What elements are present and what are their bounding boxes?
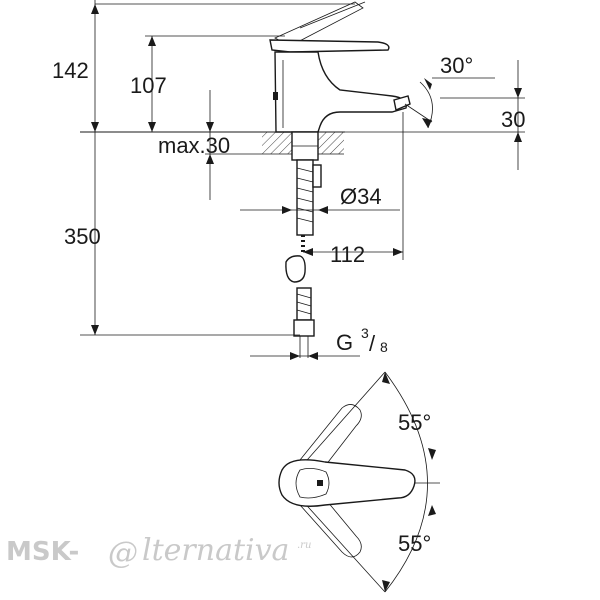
dim-max-thickness: max.30 [158,133,230,158]
indicator-dot [317,480,323,486]
dim-107-arrow-top [148,36,156,46]
countertop-hatch-right [318,132,344,154]
hose-lower-threads [296,293,312,315]
dim-spout-angle: 30° [440,53,473,78]
cartridge-cap [295,468,330,499]
dim-spout-height: 107 [130,73,167,98]
hose-weight [285,255,306,283]
dim-34-arrow-left [282,206,292,214]
dim-lever-angle-bottom: 55° [398,531,431,556]
popup-rod [312,164,322,188]
faucet-top-body [278,459,416,507]
dim-max30-arrow-top [206,122,214,132]
swing-arrow-bottom [382,580,390,592]
dim-142-arrow-bottom [91,122,99,132]
dim-spout-drop: 30 [501,107,525,132]
dim-hose-length: 350 [64,224,101,249]
dim-thread-num: 3 [361,325,369,341]
dim-112-arrow-right [393,248,403,256]
lever-raised-outline [274,1,364,47]
swing-arrow-mid-bottom [428,505,436,516]
swing-arrow-top [382,372,390,384]
dim-thread-slash: / [369,331,376,356]
dim-total-height: 142 [52,58,89,83]
dim-30-arrow-bottom [514,132,522,142]
dim-112-arrow-left [303,248,313,256]
top-view: 55° 55° [278,371,440,593]
angle-arrow-bottom [422,118,432,128]
dim-hole-diameter: Ø34 [340,184,382,209]
faucet-body [274,51,407,133]
countertop-hatch-left [262,132,292,154]
dim-thread-prefix: G [336,330,353,355]
dim-max30-arrow-bottom [206,154,214,164]
watermark-prefix: MSK- [6,537,79,567]
watermark-domain: .ru [297,540,311,551]
lever-swing-arc [384,371,428,593]
dim-30-arrow-top [514,88,522,98]
angle-arrow-top [424,78,432,90]
lever-ghost-right [299,494,362,558]
popup-knob [273,92,278,100]
rod-threads [296,167,314,223]
lever-raised-edge [299,1,366,29]
dim-thread-arrow-right [308,352,318,360]
dim-thread-arrow-left [290,352,300,360]
lever [269,39,390,53]
dim-reach: 112 [330,242,365,267]
dim-107-arrow-bottom [148,122,156,132]
swing-arrow-mid-top [428,448,436,460]
dim-142-arrow-top [91,4,99,14]
lever-ghost-left [299,404,362,471]
dim-thread-den: 8 [380,339,388,355]
watermark-at-icon: @ [108,536,138,571]
dim-350-arrow-bottom [91,325,99,335]
side-view: 142 107 max.30 30° 30 Ø34 [52,0,525,360]
watermark-suffix: lternativa [142,533,289,568]
angle-ray [404,103,433,123]
swing-ray-top [299,371,386,469]
connector-nut [293,319,315,337]
watermark: MSK- @ lternativa .ru [6,533,311,571]
dim-34-arrow-right [318,206,328,214]
dim-lever-angle-top: 55° [398,410,431,435]
aerator [393,95,411,111]
swing-ray-bottom [299,497,386,593]
